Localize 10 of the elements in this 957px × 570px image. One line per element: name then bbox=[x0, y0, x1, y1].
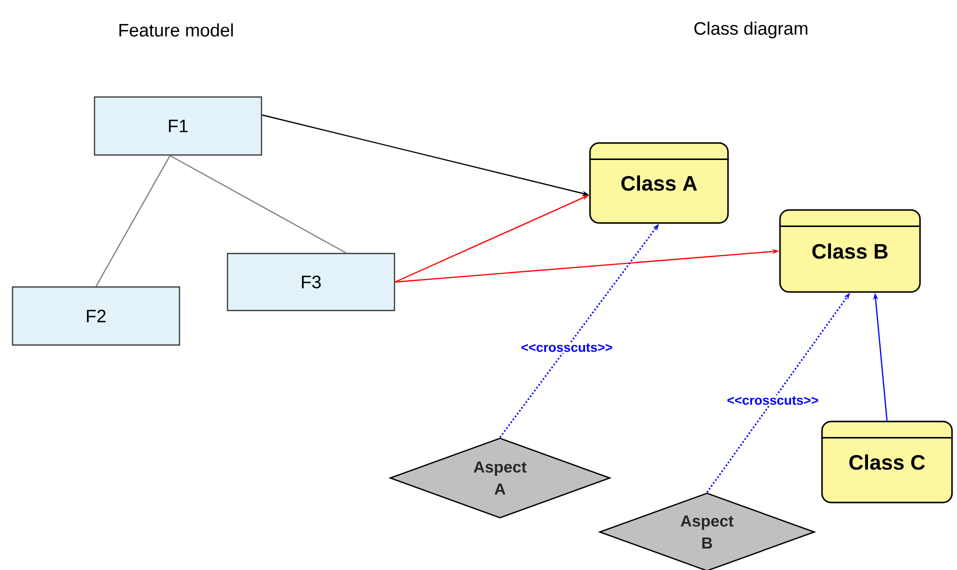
feature-box: F1 bbox=[94, 96, 262, 156]
class-box: Class B bbox=[779, 209, 921, 293]
class-box: Class C bbox=[821, 420, 953, 504]
section-title: Class diagram bbox=[694, 22, 808, 38]
edge-label: <<crosscuts>> bbox=[521, 343, 612, 352]
feature-box: F3 bbox=[226, 252, 396, 312]
feature-box: F2 bbox=[12, 286, 180, 346]
section-title: Feature model bbox=[119, 23, 233, 37]
edge-label: <<crosscuts>> bbox=[727, 396, 818, 405]
class-box: Class A bbox=[589, 142, 729, 224]
